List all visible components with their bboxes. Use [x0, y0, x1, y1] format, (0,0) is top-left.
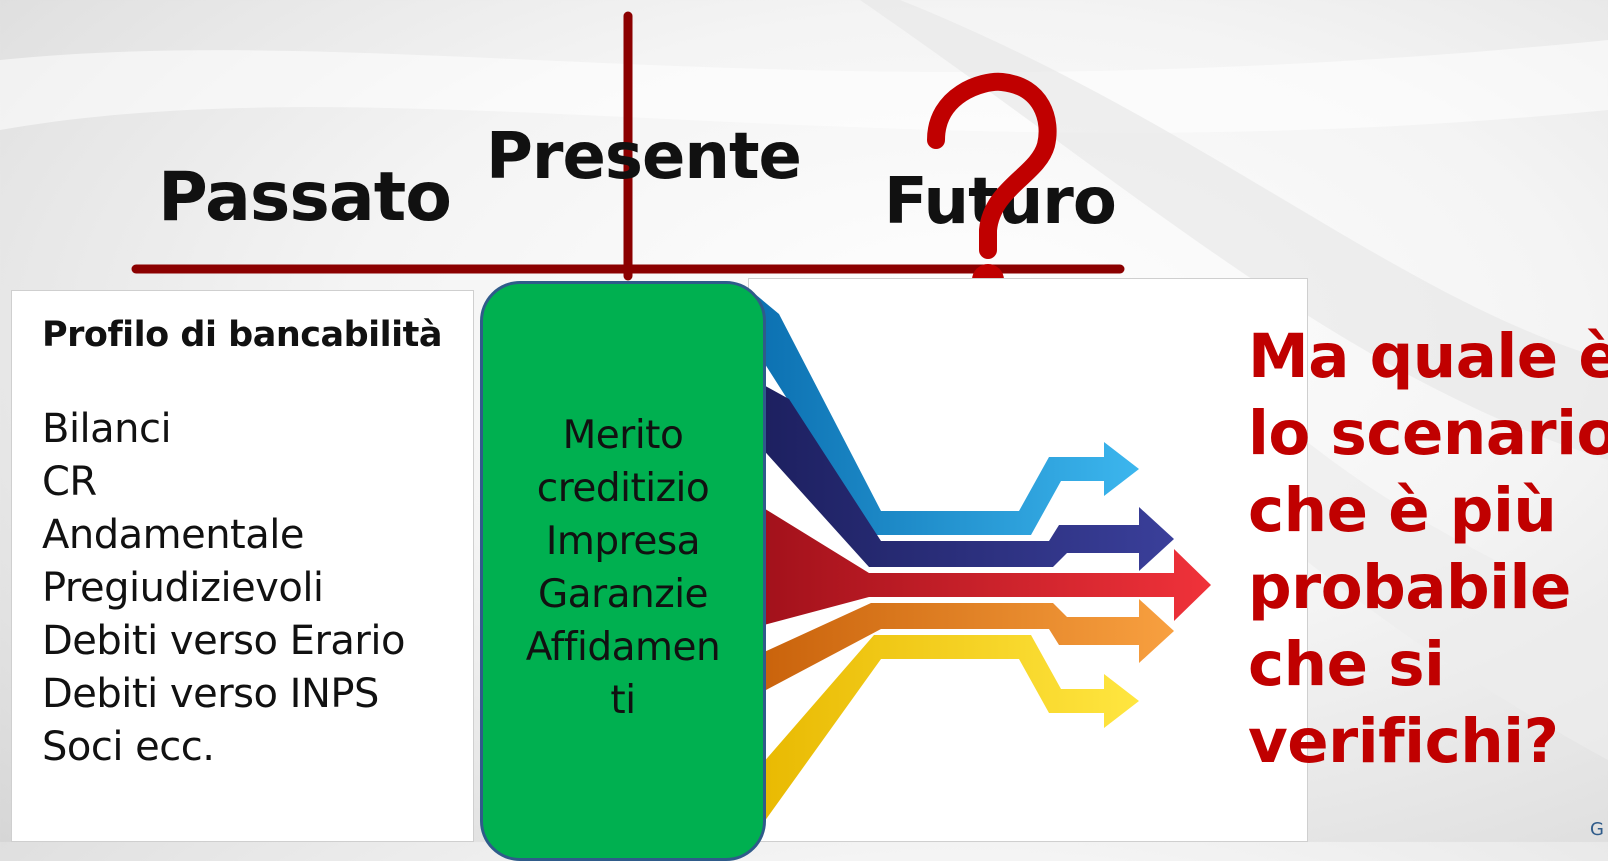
merit-line: Garanzie [537, 572, 709, 617]
arrow-cyan [749, 289, 1139, 535]
arrow-navy [749, 377, 1174, 571]
question-line: verifichi? [1248, 706, 1559, 777]
profile-item: Soci ecc. [42, 724, 215, 770]
profile-box: Profilo di bancabilità Bilanci CR Andame… [11, 290, 474, 842]
profile-item: Bilanci [42, 406, 172, 452]
question-mark-icon [927, 72, 1057, 296]
merit-line: Affidamen [525, 625, 721, 670]
arrow-yellow [749, 635, 1139, 843]
question-line: probabile [1248, 552, 1571, 623]
profile-item: Debiti verso INPS [42, 671, 379, 717]
question-line: che è più [1248, 475, 1557, 546]
merit-box: Merito creditizio Impresa Garanzie Affid… [480, 281, 766, 861]
profile-item: Debiti verso Erario [42, 618, 405, 664]
merit-line: Merito [562, 413, 684, 458]
profile-item: Pregiudizievoli [42, 565, 324, 611]
arrow-orange [749, 599, 1174, 699]
profile-item: CR [42, 459, 97, 505]
arrows-panel [748, 278, 1308, 843]
heading-present: Presente [486, 120, 802, 194]
question-line: Ma quale è [1248, 321, 1608, 392]
corner-mark: G [1590, 819, 1604, 840]
merit-line: ti [610, 678, 636, 723]
profile-item: Andamentale [42, 512, 304, 558]
question-line: lo scenario [1248, 398, 1608, 469]
profile-title: Profilo di bancabilità [42, 315, 443, 355]
question-line: che si [1248, 629, 1445, 700]
arrow-red [749, 499, 1211, 629]
diverging-arrows-graphic [749, 289, 1211, 843]
merit-line: creditizio [536, 466, 710, 511]
merit-list: Merito creditizio Impresa Garanzie Affid… [483, 409, 763, 727]
heading-past: Passato [158, 158, 452, 237]
scenario-question: Ma quale è lo scenario che è più probabi… [1248, 318, 1608, 780]
profile-list: Bilanci CR Andamentale Pregiudizievoli D… [42, 403, 405, 774]
merit-line: Impresa [545, 519, 701, 564]
